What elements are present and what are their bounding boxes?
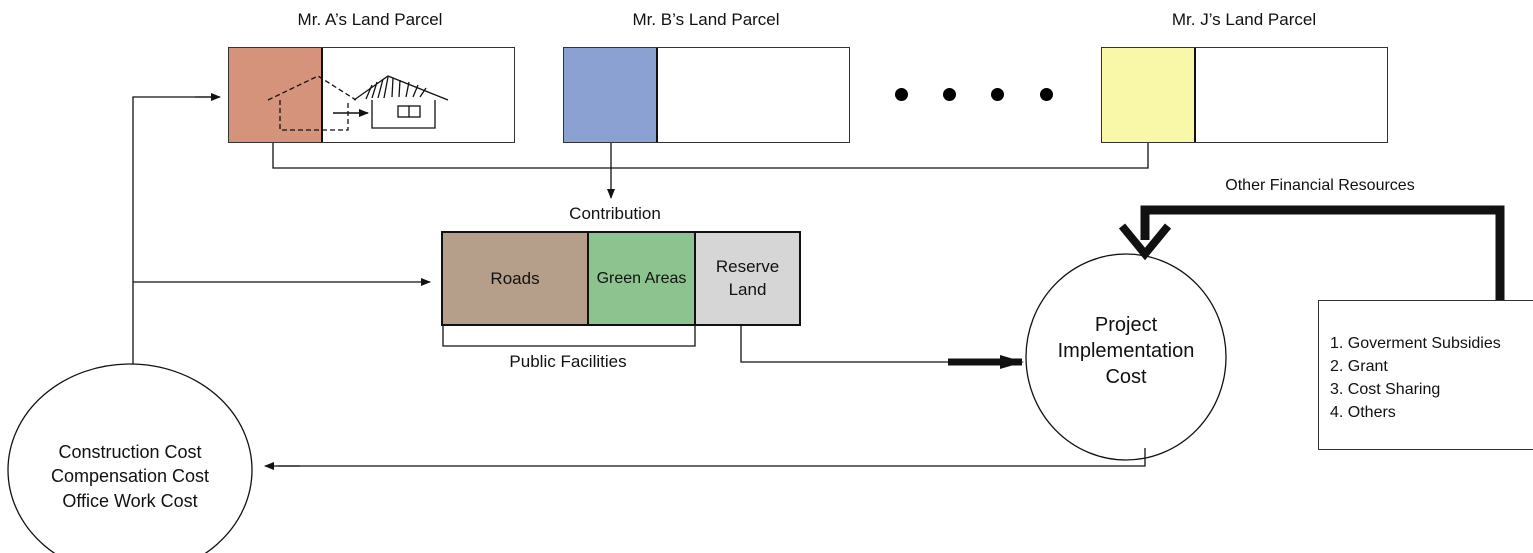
- project-cost-label: Project Implementation Cost: [1057, 314, 1195, 388]
- green-areas-label: Green Areas: [596, 269, 687, 287]
- ellipsis-dots: [890, 88, 1070, 102]
- parcel-a-contribution-area: [229, 48, 323, 142]
- costs-list: Construction Cost Compensation Cost Offi…: [20, 440, 240, 513]
- parcel-j-label: Mr. J’s Land Parcel: [1171, 10, 1317, 29]
- roads-label: Roads: [490, 268, 540, 288]
- financial-item: 3. Cost Sharing: [1330, 381, 1441, 398]
- financial-resources-box: [1318, 300, 1533, 450]
- financial-resources-list: 1. Goverment Subsidies 2. Grant 3. Cost …: [1330, 332, 1501, 424]
- financial-item: 2. Grant: [1330, 358, 1388, 375]
- cost-line: Construction Cost: [58, 442, 202, 462]
- contribution-bar: Roads Green Areas Reserve Land: [441, 231, 801, 326]
- green-areas-segment: Green Areas: [589, 233, 696, 324]
- public-facilities-label: Public Facilities: [509, 352, 627, 371]
- cost-line: Compensation Cost: [50, 466, 210, 487]
- parcel-b-label: Mr. B’s Land Parcel: [632, 10, 780, 29]
- reserve-land-label: Reserve Land: [715, 256, 780, 299]
- costs-ellipse: [7, 363, 253, 553]
- parcel-j-contribution-area: [1102, 48, 1196, 142]
- parcel-b-contribution-area: [564, 48, 658, 142]
- parcel-b: [563, 47, 850, 143]
- financial-item: 1. Goverment Subsidies: [1330, 335, 1501, 352]
- parcel-j: [1101, 47, 1388, 143]
- roads-segment: Roads: [443, 233, 589, 324]
- financial-item: 4. Others: [1330, 404, 1396, 421]
- financial-resources-label: Other Financial Resources: [1225, 177, 1415, 194]
- project-cost-ellipse: [1025, 253, 1227, 461]
- house-relocation-icon: [267, 75, 449, 131]
- parcel-a-label: Mr. A’s Land Parcel: [297, 10, 443, 29]
- parcel-a: [228, 47, 515, 143]
- contribution-label: Contribution: [569, 204, 661, 223]
- reserve-land-segment: Reserve Land: [696, 233, 799, 324]
- cost-line: Office Work Cost: [62, 490, 198, 511]
